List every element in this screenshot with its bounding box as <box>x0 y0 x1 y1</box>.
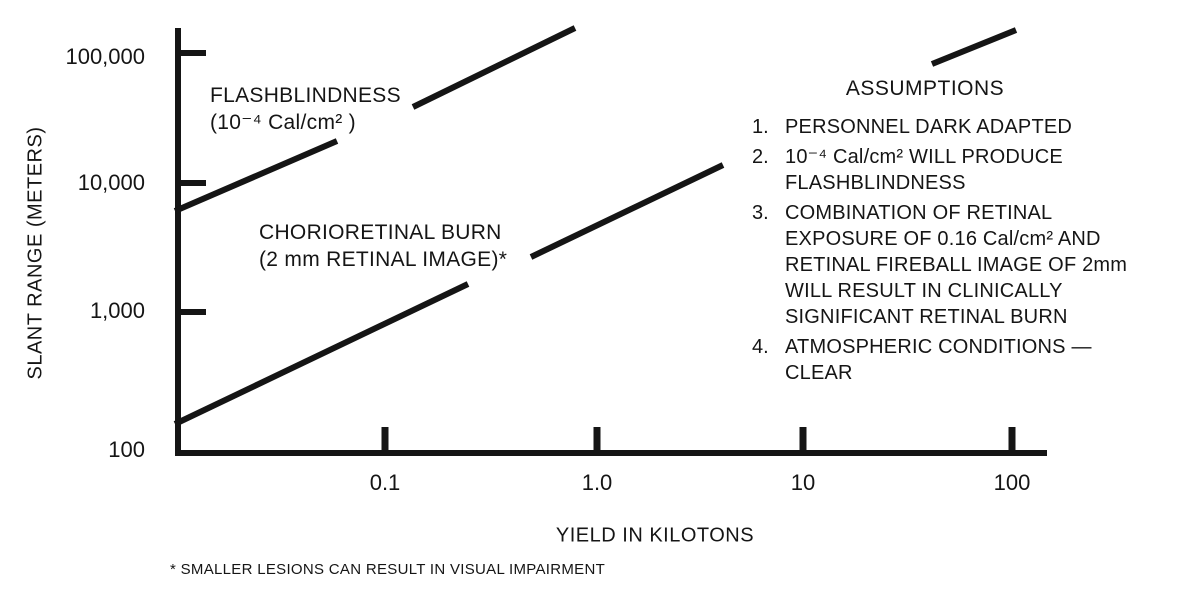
assumption-item: 1. PERSONNEL DARK ADAPTED <box>752 114 1182 140</box>
x-tick-label-10: 10 <box>790 470 816 495</box>
chorioretinal-label: CHORIORETINAL BURN (2 mm RETINAL IMAGE)* <box>259 219 507 273</box>
top-right-line-segment <box>930 27 1018 67</box>
flashblindness-line-segment-1 <box>173 138 339 214</box>
x-axis-title: YIELD IN KILOTONS <box>555 524 755 547</box>
x-tick-label-0.1: 0.1 <box>369 470 401 495</box>
flashblindness-label: FLASHBLINDNESS (10⁻⁴ Cal/cm² ) <box>210 82 401 136</box>
y-tick-label-100000: 100,000 <box>65 44 145 69</box>
y-tick-label-1000: 1,000 <box>89 298 145 323</box>
chorioretinal-line-segment-2 <box>529 162 725 260</box>
assumption-item: 4. ATMOSPHERIC CONDITIONS —CLEAR <box>752 334 1182 386</box>
assumption-text: ATMOSPHERIC CONDITIONS —CLEAR <box>785 336 1092 384</box>
y-tick-label-10000: 10,000 <box>77 170 145 195</box>
assumption-number: 1. <box>752 116 769 138</box>
flashblindness-label-line1: FLASHBLINDNESS <box>210 84 401 107</box>
chorioretinal-label-line1: CHORIORETINAL BURN <box>259 221 502 244</box>
assumption-number: 2. <box>752 146 769 168</box>
flashblindness-label-line2: (10⁻⁴ Cal/cm² ) <box>210 111 356 134</box>
chorioretinal-label-line2: (2 mm RETINAL IMAGE)* <box>259 248 508 271</box>
assumption-number: 4. <box>752 336 769 358</box>
assumptions-list: 1. PERSONNEL DARK ADAPTED 2. 10⁻⁴ Cal/cm² W… <box>752 114 1182 390</box>
x-tick-label-1.0: 1.0 <box>581 470 613 495</box>
y-tick-label-100: 100 <box>108 437 145 462</box>
flashblindness-line-segment-2 <box>411 25 577 110</box>
assumption-text: PERSONNEL DARK ADAPTED <box>785 116 1073 138</box>
x-tick-label-100: 100 <box>993 470 1031 495</box>
y-axis-title: SLANT RANGE (METERS) <box>24 126 47 380</box>
footnote: * SMALLER LESIONS CAN RESULT IN VISUAL I… <box>170 561 606 578</box>
assumption-number: 3. <box>752 202 769 224</box>
chorioretinal-line-segment-1 <box>173 281 470 427</box>
assumptions-title: ASSUMPTIONS <box>845 77 1005 100</box>
